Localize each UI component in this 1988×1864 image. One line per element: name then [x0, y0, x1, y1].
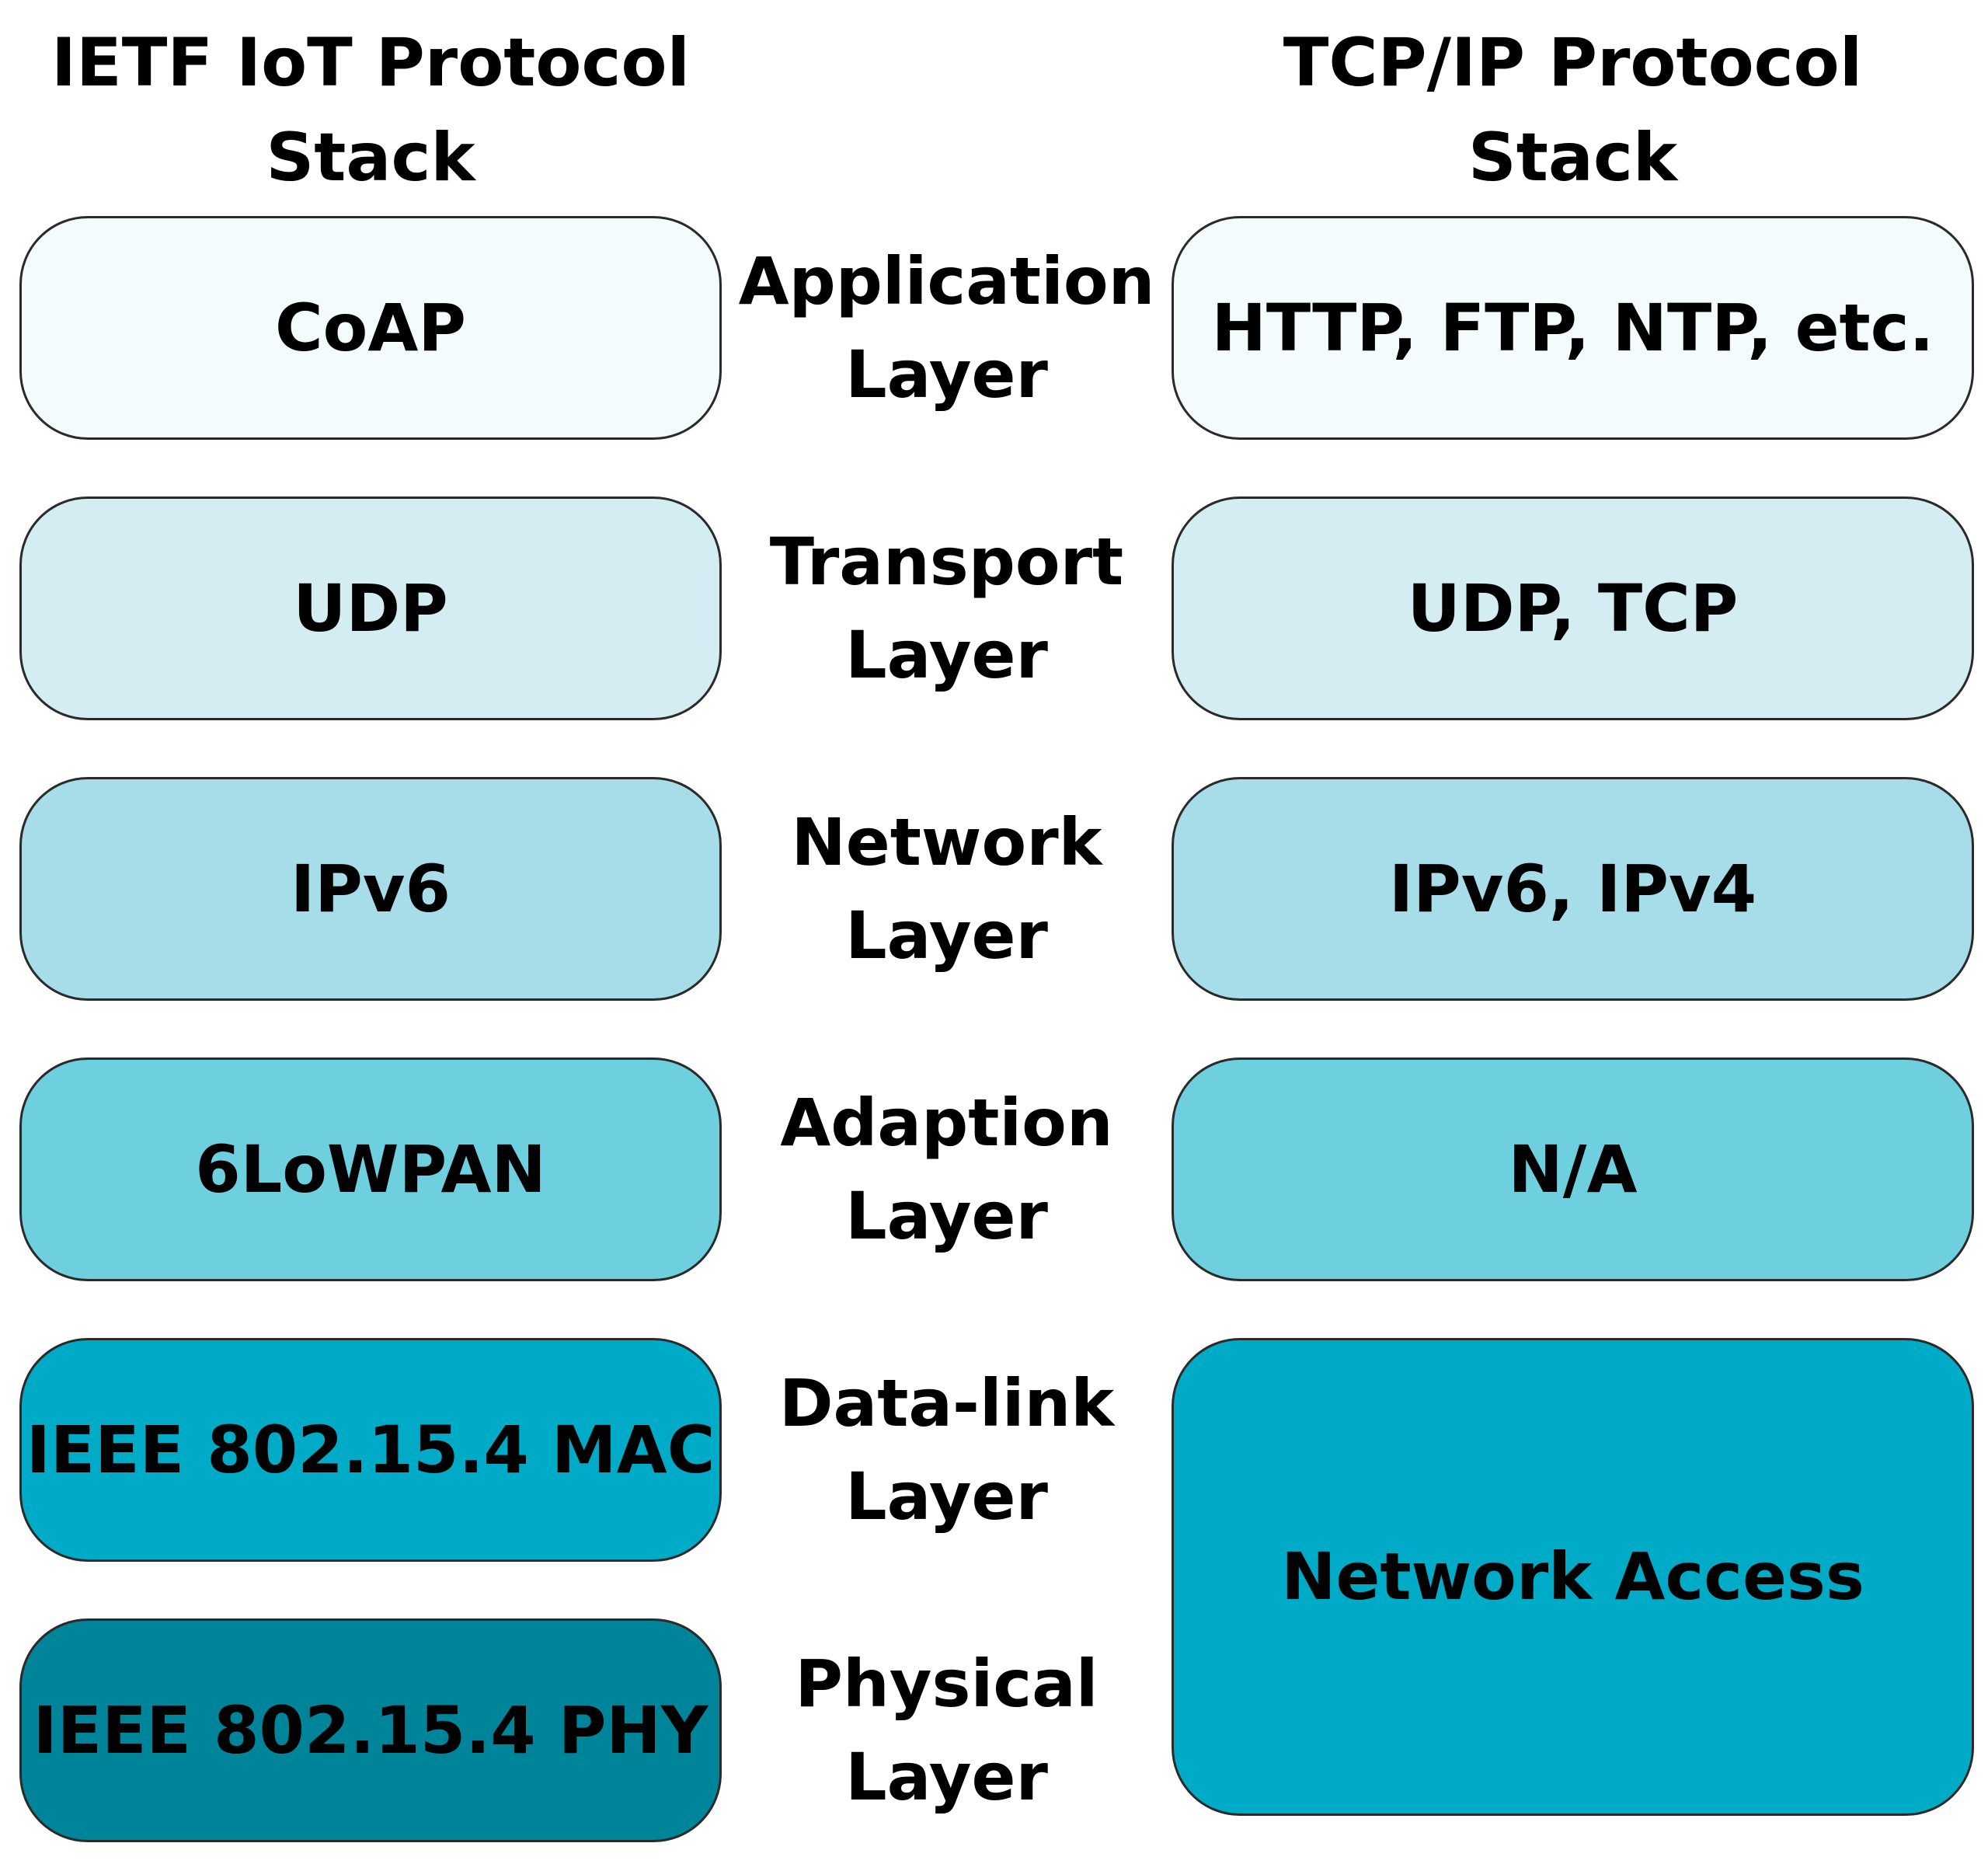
- tcpip-stack-heading: TCP/IP Protocol Stack: [1283, 24, 1863, 197]
- ietf-stack-heading: IETF IoT Protocol Stack: [50, 24, 691, 197]
- ietf-transport-box: UDP: [19, 496, 722, 720]
- ietf-adaption-box: 6LoWPAN: [19, 1057, 722, 1281]
- ietf-application-box: CoAP: [19, 216, 722, 440]
- tcpip-transport-box: UDP, TCP: [1172, 496, 1974, 720]
- ietf-network-box: IPv6: [19, 777, 722, 1001]
- tcpip-network-access-box: Network Access: [1172, 1338, 1974, 1816]
- tcpip-application-box: HTTP, FTP, NTP, etc.: [1172, 216, 1974, 440]
- transport-layer-label: Transport Layer: [769, 524, 1124, 693]
- tcpip-adaption-box: N/A: [1172, 1057, 1974, 1281]
- datalink-layer-label: Data-link Layer: [778, 1365, 1115, 1535]
- application-layer-label: Application Layer: [738, 243, 1155, 413]
- ietf-physical-box: IEEE 802.15.4 PHY: [19, 1618, 722, 1842]
- network-layer-label: Network Layer: [791, 804, 1102, 974]
- ietf-datalink-box: IEEE 802.15.4 MAC: [19, 1338, 722, 1562]
- adaption-layer-label: Adaption Layer: [780, 1085, 1113, 1254]
- physical-layer-label: Physical Layer: [795, 1646, 1098, 1815]
- tcpip-network-box: IPv6, IPv4: [1172, 777, 1974, 1001]
